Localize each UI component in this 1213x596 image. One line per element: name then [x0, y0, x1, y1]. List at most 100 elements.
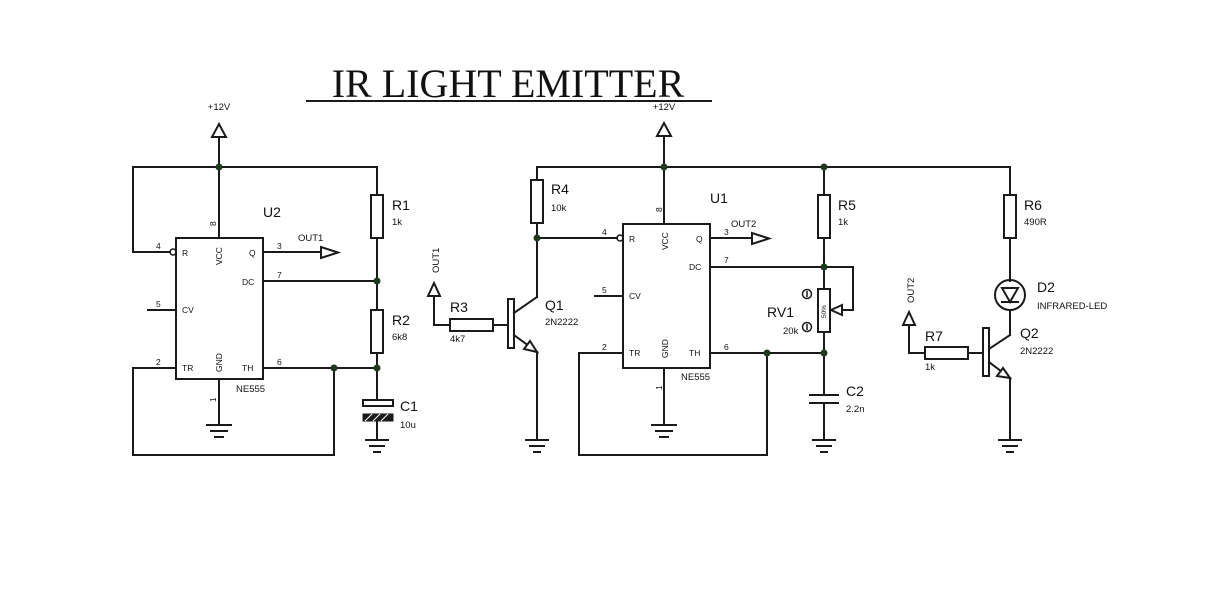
ground-u2 — [206, 424, 232, 438]
ic-u2: U2 NE555 R CV TR Q DC TH VCC GND 4 5 2 3… — [156, 204, 282, 402]
net-label-out2-input: OUT2 — [906, 278, 917, 303]
junction-dot — [373, 277, 381, 285]
junction-dot — [215, 163, 223, 171]
r1-ref: R1 — [392, 197, 410, 213]
q2-ref: Q2 — [1020, 325, 1039, 341]
junction-dot — [660, 163, 668, 171]
pin-name-tr: TR — [182, 363, 193, 373]
pin-name-th: TH — [689, 348, 700, 358]
ic-u2-body — [175, 237, 264, 380]
r5-value: 1k — [838, 217, 848, 228]
net-flag-icon — [320, 245, 342, 260]
pin-number-5: 5 — [156, 299, 161, 309]
pin-number-6: 6 — [724, 342, 729, 352]
ic-u2-part: NE555 — [236, 384, 265, 395]
d2-value: INFRARED-LED — [1037, 301, 1107, 312]
pin-number-8: 8 — [654, 207, 664, 212]
ic-u1-part: NE555 — [681, 372, 710, 383]
pin-number-8: 8 — [208, 221, 218, 226]
power-symbol-left: +12V — [208, 102, 231, 168]
diagram-title: IR LIGHT EMITTER — [332, 61, 685, 106]
capacitor-c1 — [362, 399, 394, 422]
net-flag-out1-input: OUT1 — [426, 248, 442, 297]
power-arrow-icon — [901, 309, 917, 326]
resistor-r1 — [370, 194, 384, 239]
resistor-r2 — [370, 309, 384, 354]
q1-value: 2N2222 — [545, 317, 578, 328]
pin-number-1: 1 — [208, 397, 218, 402]
pin-number-4: 4 — [156, 241, 161, 251]
power-arrow-icon — [210, 121, 228, 138]
wire-reset-loop — [132, 166, 171, 253]
pin-name-gnd: GND — [660, 339, 670, 358]
r3-ref: R3 — [450, 299, 468, 315]
r3-value: 4k7 — [450, 334, 465, 345]
r2-value: 6k8 — [392, 332, 407, 343]
potentiometer-rv1: 50% — [801, 266, 854, 333]
net-flag-out2-input: OUT2 — [901, 278, 917, 326]
pin-name-cv: CV — [629, 291, 641, 301]
vcc-label-left: +12V — [208, 102, 231, 113]
junction-dot — [763, 349, 771, 357]
rv1-ref: RV1 — [767, 304, 794, 320]
c2-value: 2.2n — [846, 404, 865, 415]
pin-name-vcc: VCC — [660, 232, 670, 250]
junction-dot — [820, 349, 828, 357]
pin-name-th: TH — [242, 363, 253, 373]
power-arrow-icon — [426, 280, 442, 297]
net-label-out1-output: OUT1 — [298, 233, 323, 244]
pin-r-inverter-bubble — [616, 234, 624, 242]
resistor-r5 — [817, 194, 831, 239]
pin-number-7: 7 — [277, 270, 282, 280]
pin-number-7: 7 — [724, 255, 729, 265]
pin-name-cv: CV — [182, 305, 194, 315]
pin-name-r: R — [629, 234, 635, 244]
ground-c1 — [365, 439, 389, 453]
vcc-label-right: +12V — [653, 102, 676, 113]
power-symbol-right: +12V — [653, 102, 676, 168]
r2-ref: R2 — [392, 312, 410, 328]
net-flag-icon — [751, 231, 773, 246]
resistor-r6 — [1003, 194, 1017, 239]
r7-ref: R7 — [925, 328, 943, 344]
wire-out2-to-r7 — [908, 324, 926, 354]
net-flag-out2-output: OUT2 — [731, 219, 773, 246]
pin-name-vcc: VCC — [214, 247, 224, 265]
d2-ref: D2 — [1037, 279, 1055, 295]
resistor-r3 — [449, 318, 494, 332]
r4-value: 10k — [551, 203, 567, 214]
pot-decrement-icon — [801, 321, 813, 333]
r4-ref: R4 — [551, 181, 569, 197]
q1-ref: Q1 — [545, 297, 564, 313]
r7-value: 1k — [925, 362, 935, 373]
wire-u1-tr-loop — [578, 352, 768, 456]
pin-name-tr: TR — [629, 348, 640, 358]
r5-ref: R5 — [838, 197, 856, 213]
junction-dot — [820, 163, 828, 171]
ground-q1 — [525, 439, 549, 453]
capacitor-c2 — [809, 394, 839, 404]
pot-increment-icon — [801, 288, 813, 300]
junction-dot — [533, 234, 541, 242]
c1-value: 10u — [400, 420, 416, 431]
pin-number-4: 4 — [602, 227, 607, 237]
transistor-q2 — [982, 327, 1013, 380]
pin-number-6: 6 — [277, 357, 282, 367]
net-flag-out1-output: OUT1 — [298, 233, 342, 260]
pin-number-2: 2 — [156, 357, 161, 367]
junction-dot — [820, 263, 828, 271]
diode-d2 — [994, 279, 1026, 311]
rv1-value: 20k — [783, 326, 799, 337]
power-arrow-icon — [655, 120, 673, 137]
wire-q2-collector — [987, 333, 1012, 351]
junction-dot — [330, 364, 338, 372]
ic-u1-body — [622, 223, 711, 369]
pin-number-3: 3 — [724, 227, 729, 237]
r1-value: 1k — [392, 217, 402, 228]
r6-ref: R6 — [1024, 197, 1042, 213]
net-label-out2-output: OUT2 — [731, 219, 756, 230]
pin-name-dc: DC — [242, 277, 254, 287]
pin-number-1: 1 — [654, 385, 664, 390]
c1-ref: C1 — [400, 398, 418, 414]
